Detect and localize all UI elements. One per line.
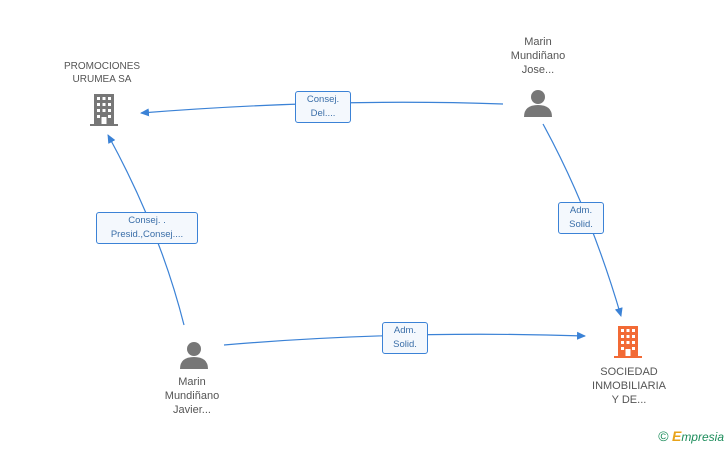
edge-label-line: Adm.: [569, 205, 593, 216]
brand-name: mpresia: [681, 430, 724, 444]
edge-label-line: Del....: [310, 108, 336, 119]
node-label-line: Mundiñano: [510, 50, 566, 62]
edge-label-line: Presid.,Consej....: [110, 229, 184, 240]
node-label-marin-jose: Marin Mundiñano Jose...: [488, 35, 588, 77]
person-icon[interactable]: [179, 340, 209, 370]
node-label-line: Marin: [178, 376, 206, 388]
node-label-line: URUMEA SA: [72, 74, 132, 85]
node-label-marin-javier: Marin Mundiñano Javier...: [142, 375, 242, 417]
edge-label-line: Consej. .: [128, 215, 166, 226]
node-label-line: INMOBILIARIA: [592, 380, 666, 392]
copyright-icon: ©: [658, 428, 669, 444]
node-label-line: Mundiñano: [164, 390, 220, 402]
person-icon[interactable]: [523, 88, 553, 118]
node-label-sociedad: SOCIEDAD INMOBILIARIA Y DE...: [574, 365, 684, 407]
node-label-line: Jose...: [521, 64, 555, 76]
brand-footer: © Empresia: [658, 428, 724, 444]
edge-label-line: Consej.: [306, 94, 340, 105]
edge-label-javier-promociones[interactable]: Consej. . Presid.,Consej....: [96, 212, 198, 244]
node-label-line: Javier...: [173, 404, 211, 416]
edge-label-line: Solid.: [393, 339, 417, 350]
brand-initial: E: [671, 428, 682, 444]
edge-label-line: Adm.: [393, 325, 417, 336]
edge-label-line: Solid.: [569, 219, 593, 230]
node-label-line: Y DE...: [611, 394, 647, 406]
node-label-promociones: PROMOCIONES URUMEA SA: [52, 60, 152, 86]
edge-label-jose-sociedad[interactable]: Adm. Solid.: [558, 202, 604, 234]
node-label-line: PROMOCIONES: [63, 61, 141, 72]
edge-label-javier-sociedad[interactable]: Adm. Solid.: [382, 322, 428, 354]
edge-label-jose-promociones[interactable]: Consej. Del....: [295, 91, 351, 123]
building-icon[interactable]: [88, 93, 120, 127]
building-icon[interactable]: [612, 325, 644, 359]
node-label-line: SOCIEDAD: [600, 366, 658, 378]
node-label-line: Marin: [524, 36, 552, 48]
